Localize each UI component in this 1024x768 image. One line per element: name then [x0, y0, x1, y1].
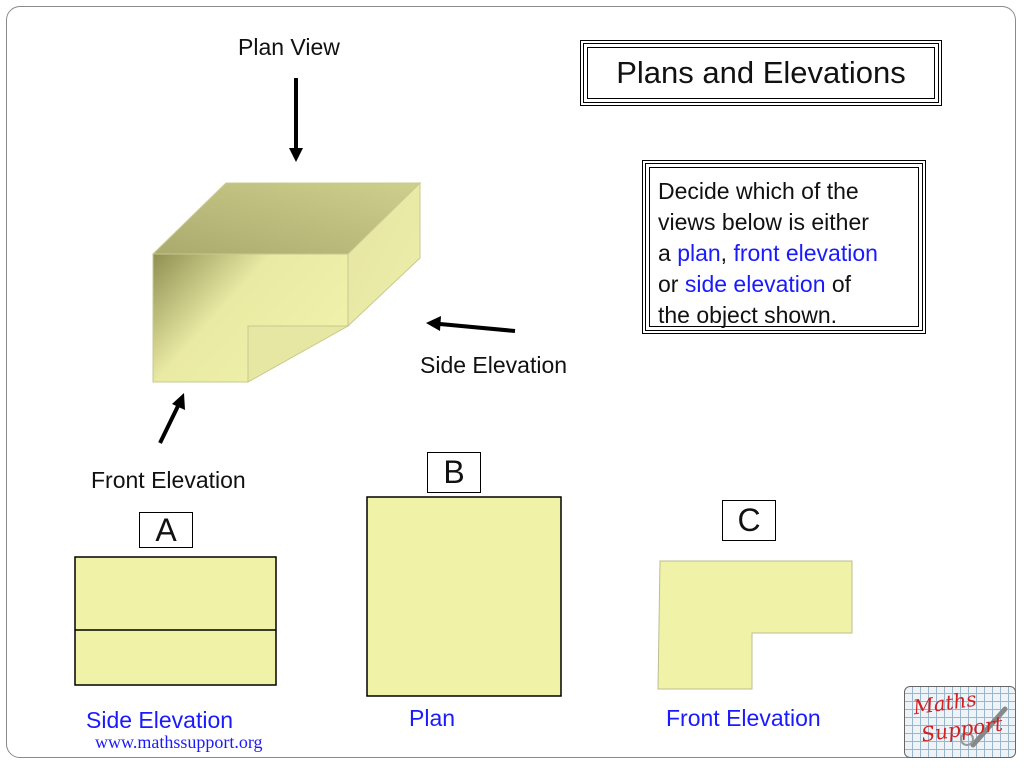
option-a-letter: A [139, 512, 193, 548]
side-elevation-arrowhead [426, 316, 441, 331]
question-line-3: a plan, front elevation [658, 238, 910, 269]
object-front-face [152, 253, 349, 383]
question-line-1: Decide which of the [658, 178, 859, 204]
maths-support-logo: Maths Support [904, 686, 1016, 758]
object-step-face [247, 325, 350, 383]
question-of: of [825, 271, 852, 297]
option-c-answer: Front Elevation [666, 705, 821, 731]
question-box: Decide which of the views below is eithe… [642, 160, 926, 334]
question-a: a [658, 240, 678, 266]
option-b-letter: B [427, 452, 481, 493]
option-c-letter: C [722, 500, 776, 541]
website-link[interactable]: www.mathssupport.org [95, 732, 263, 752]
slide-frame [6, 6, 1016, 758]
option-a-answer: Side Elevation [86, 707, 234, 733]
option-c-shape [657, 560, 853, 690]
question-front-elevation-term: front elevation [733, 240, 878, 266]
question-or: or [658, 271, 685, 297]
option-b-answer: Plan [409, 705, 456, 731]
logo-pencil-icon [960, 706, 1008, 748]
option-b-shape [366, 496, 562, 697]
plan-view-arrowhead [289, 148, 303, 162]
plan-view-label: Plan View [238, 34, 340, 60]
question-line-4: or side elevation of [658, 269, 910, 300]
page-title: Plans and Elevations [587, 47, 935, 99]
question-text: Decide which of the views below is eithe… [649, 167, 919, 328]
side-elevation-label: Side Elevation [420, 352, 568, 378]
option-a-shape [74, 556, 277, 686]
side-elevation-arrow [439, 322, 516, 333]
front-elevation-arrowhead [172, 393, 185, 410]
front-elevation-arrow [158, 405, 180, 444]
title-box: Plans and Elevations [580, 40, 942, 106]
question-line-2: views below is either [658, 209, 869, 235]
question-plan-term: plan [677, 240, 721, 266]
question-side-elevation-term: side elevation [684, 271, 826, 297]
front-elevation-label: Front Elevation [91, 467, 246, 493]
question-comma: , [720, 240, 728, 266]
question-line-5: the object shown. [658, 302, 838, 328]
